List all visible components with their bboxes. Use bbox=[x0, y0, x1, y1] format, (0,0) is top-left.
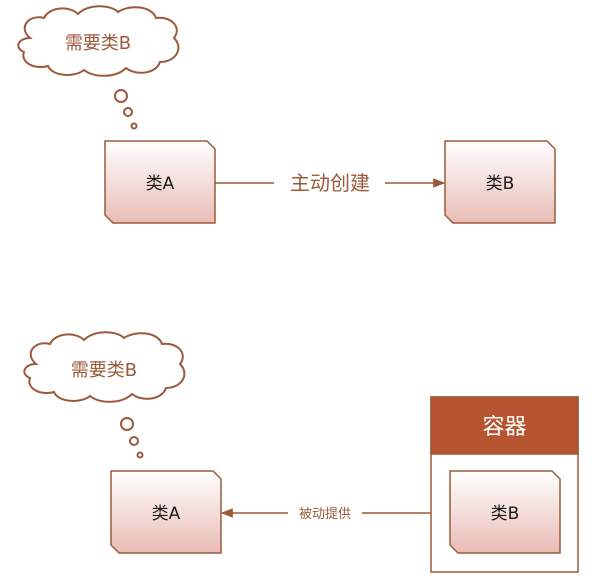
class-a-box-top: 类A bbox=[104, 140, 216, 224]
container-box: 容器 类B bbox=[430, 396, 579, 573]
thought-bubble bbox=[123, 107, 133, 117]
arrow-label-bottom: 被动提供 bbox=[299, 506, 351, 522]
thought-text-bottom: 需要类B bbox=[71, 360, 137, 381]
thought-cloud-top: 需要类B bbox=[17, 5, 180, 130]
class-a-box-bottom: 类A bbox=[110, 470, 222, 554]
active-create-arrow: 主动创建 bbox=[215, 171, 446, 195]
thought-bubble bbox=[129, 436, 139, 446]
arrow-label-top: 主动创建 bbox=[290, 171, 370, 195]
class-b-label-bottom: 类B bbox=[491, 504, 520, 524]
class-b-box-top: 类B bbox=[444, 140, 556, 224]
class-a-label-bottom: 类A bbox=[152, 504, 181, 524]
class-b-label-top: 类B bbox=[486, 174, 515, 194]
passive-provide-arrow: 被动提供 bbox=[220, 506, 431, 522]
class-a-label-top: 类A bbox=[146, 174, 175, 194]
thought-text-top: 需要类B bbox=[65, 33, 131, 54]
cloud-shape bbox=[23, 331, 186, 403]
thought-cloud-bottom: 需要类B bbox=[23, 331, 186, 459]
cloud-shape bbox=[17, 5, 180, 77]
thought-bubble bbox=[130, 122, 138, 130]
container-header bbox=[430, 396, 579, 455]
class-b-box-bottom: 类B bbox=[449, 470, 561, 554]
thought-bubble bbox=[136, 451, 144, 459]
thought-bubble bbox=[114, 89, 128, 103]
container-title: 容器 bbox=[482, 415, 526, 440]
thought-bubble bbox=[120, 417, 134, 431]
